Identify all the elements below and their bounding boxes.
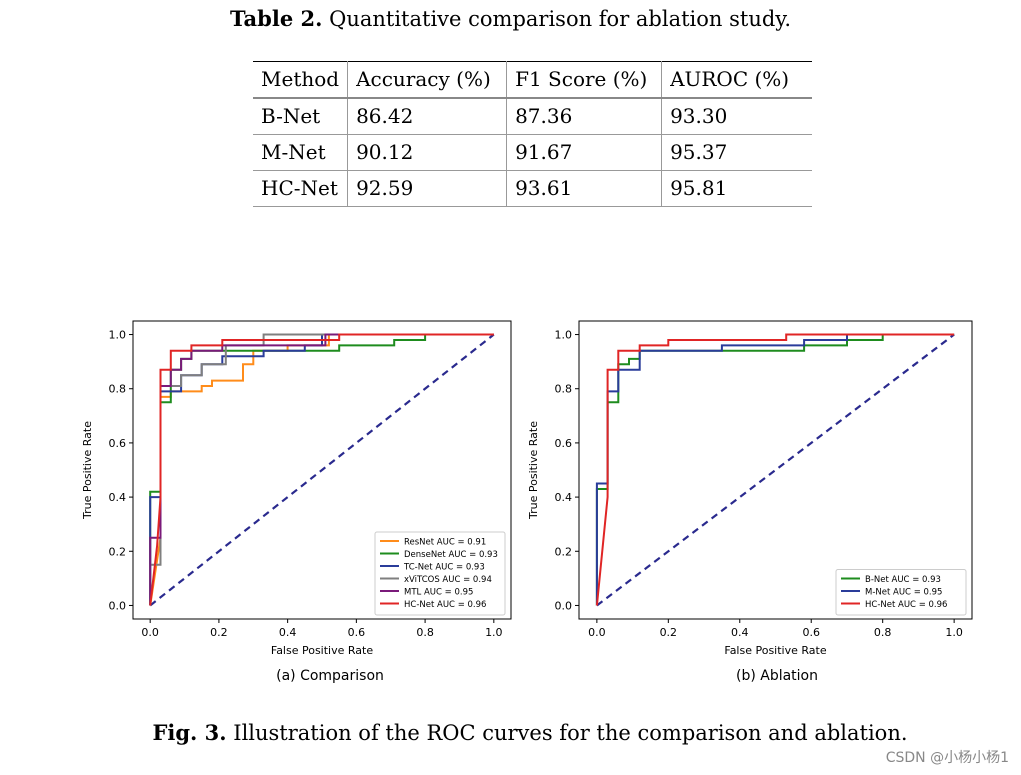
- table-cell: 92.59: [347, 170, 508, 207]
- y-tick-label: 0.0: [109, 599, 127, 612]
- legend-label: xViTCOS AUC = 0.94: [404, 575, 492, 585]
- roc-chart-comparison-svg: 0.0 0.0 0.2 0.2 0.4 0.4 0.6 0.6 0.8 0.8 1.0 1.0Fals…: [81, 320, 512, 655]
- table-cell: B-Net: [253, 98, 349, 135]
- x-axis-label: False Positive Rate: [724, 644, 826, 655]
- x-tick-label: 1.0: [945, 626, 963, 639]
- x-tick-label: 0.8: [416, 626, 434, 639]
- table-header-cell: AUROC (%): [661, 61, 813, 99]
- y-tick-label: 0.6: [555, 437, 573, 450]
- x-tick-label: 0.4: [731, 626, 749, 639]
- table-cell: 91.67: [506, 134, 663, 171]
- roc-curve: [595, 333, 955, 606]
- legend-label: DenseNet AUC = 0.93: [404, 550, 498, 560]
- x-tick-label: 0.6: [348, 626, 366, 639]
- table-cell: 86.42: [347, 98, 508, 135]
- roc-curve: [149, 333, 494, 606]
- x-tick-label: 0.8: [874, 626, 892, 639]
- legend-label: B-Net AUC = 0.93: [865, 575, 941, 585]
- table-row: B-Net 86.42 87.36 93.30: [253, 98, 813, 135]
- table-cell: 93.30: [661, 98, 813, 135]
- table-cell: M-Net: [253, 134, 349, 171]
- legend-box: [374, 531, 506, 616]
- legend-label: HC-Net AUC = 0.96: [404, 600, 486, 610]
- x-tick-label: 0.4: [279, 626, 297, 639]
- chance-diagonal-line: [149, 333, 495, 607]
- y-tick-label: 0.2: [109, 545, 127, 558]
- legend-label: TC-Net AUC = 0.93: [403, 563, 485, 573]
- x-tick-label: 0.0: [588, 626, 606, 639]
- table-header-cell: F1 Score (%): [506, 61, 663, 99]
- x-tick-label: 1.0: [485, 626, 503, 639]
- y-tick-label: 0.8: [555, 383, 573, 396]
- legend-label: HC-Net AUC = 0.96: [865, 600, 947, 610]
- table-caption: Table 2. Quantitative comparison for abl…: [0, 6, 1021, 31]
- table-row: M-Net 90.12 91.67 95.37: [253, 134, 813, 171]
- plot-frame: [578, 320, 973, 620]
- y-tick-label: 0.4: [109, 491, 127, 504]
- legend-label: ResNet AUC = 0.91: [404, 538, 486, 548]
- x-tick-label: 0.6: [802, 626, 820, 639]
- table-cell: HC-Net: [253, 170, 349, 207]
- y-axis-label: True Positive Rate: [81, 421, 94, 520]
- y-tick-label: 0.6: [109, 437, 127, 450]
- table-cell: 95.81: [661, 170, 813, 207]
- table-cell: 93.61: [506, 170, 663, 207]
- x-tick-label: 0.0: [141, 626, 159, 639]
- figure-caption-label: Fig. 3.: [152, 720, 227, 745]
- plot-frame: [132, 320, 512, 620]
- table-header-cell: Method: [253, 61, 349, 99]
- legend-box: [835, 569, 967, 616]
- roc-chart-ablation-svg: 0.0 0.0 0.2 0.2 0.4 0.4 0.6 0.6 0.8 0.8 1.0 1.0Fals…: [527, 320, 973, 655]
- table-caption-label: Table 2.: [229, 6, 323, 31]
- chance-diagonal-line: [596, 333, 955, 607]
- y-tick-label: 1.0: [109, 329, 127, 342]
- figure-caption-text: Illustration of the ROC curves for the c…: [233, 721, 908, 745]
- y-tick-label: 0.4: [555, 491, 573, 504]
- subfigure-label-a: (a) Comparison: [276, 668, 384, 684]
- y-tick-label: 0.2: [555, 545, 573, 558]
- y-tick-label: 0.8: [109, 383, 127, 396]
- x-axis-label: False Positive Rate: [271, 644, 373, 655]
- table-header-cell: Accuracy (%): [347, 61, 508, 99]
- table-cell: 90.12: [347, 134, 508, 171]
- watermark: CSDN @小杨小杨1: [885, 750, 1009, 766]
- table-row: HC-Net 92.59 93.61 95.81: [253, 170, 813, 207]
- table-cell: 87.36: [506, 98, 663, 135]
- legend-label: M-Net AUC = 0.95: [865, 588, 942, 598]
- figure-caption: Fig. 3. Illustration of the ROC curves f…: [0, 720, 1021, 745]
- ablation-table: Method Accuracy (%) F1 Score (%) AUROC (…: [253, 61, 813, 207]
- table-caption-text: Quantitative comparison for ablation stu…: [329, 7, 792, 31]
- y-tick-label: 0.0: [555, 599, 573, 612]
- legend-label: MTL AUC = 0.95: [404, 588, 473, 598]
- y-tick-label: 1.0: [555, 329, 573, 342]
- x-tick-label: 0.2: [660, 626, 678, 639]
- table-header-row: Method Accuracy (%) F1 Score (%) AUROC (…: [253, 61, 813, 99]
- table-cell: 95.37: [661, 134, 813, 171]
- subfigure-label-b: (b) Ablation: [735, 668, 818, 684]
- x-tick-label: 0.2: [210, 626, 228, 639]
- y-axis-label: True Positive Rate: [527, 421, 540, 520]
